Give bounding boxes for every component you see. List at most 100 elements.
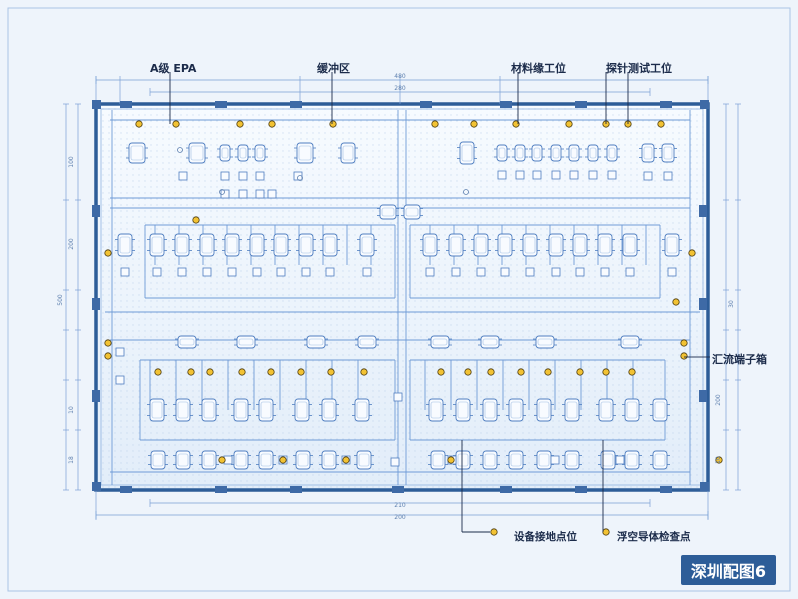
- unit-inner: [297, 453, 309, 467]
- unit-body: [572, 233, 588, 257]
- unit-inner: [179, 338, 195, 346]
- station-unit: [199, 450, 219, 470]
- station-unit: [319, 450, 339, 470]
- unit-body: [624, 398, 640, 422]
- unit-inner: [203, 453, 215, 467]
- unit-inner: [152, 453, 164, 467]
- station-box: [425, 267, 435, 277]
- unit-body: [548, 233, 564, 257]
- column: [92, 482, 101, 491]
- unit-inner: [430, 401, 442, 419]
- dim-left-2: 200: [68, 238, 75, 250]
- unit-body: [620, 335, 640, 349]
- unit-inner: [654, 453, 666, 467]
- unit-inner: [524, 236, 536, 254]
- buffer-box: [178, 171, 188, 181]
- station-unit: [352, 398, 372, 422]
- column: [660, 486, 672, 493]
- material-box: [588, 170, 598, 180]
- unit-body: [254, 144, 266, 162]
- unit-body: [258, 450, 274, 470]
- unit-inner: [177, 453, 189, 467]
- station-unit: [357, 233, 377, 257]
- material-unit: [512, 144, 528, 162]
- unit-body: [117, 233, 133, 257]
- column: [92, 390, 100, 402]
- unit-inner: [308, 338, 324, 346]
- station-box: [390, 457, 400, 467]
- station-unit: [222, 233, 242, 257]
- station-unit: [570, 233, 590, 257]
- station-box: [362, 267, 372, 277]
- unit-body: [430, 450, 446, 470]
- unit-body: [564, 450, 580, 470]
- unit-body: [422, 233, 438, 257]
- unit-inner: [552, 147, 560, 159]
- unit-inner: [239, 147, 247, 159]
- column: [700, 482, 709, 491]
- buffer-unit: [338, 142, 358, 164]
- station-unit: [231, 398, 251, 422]
- unit-inner: [626, 453, 638, 467]
- station-box: [115, 347, 125, 357]
- unit-inner: [176, 236, 188, 254]
- station-box: [301, 267, 311, 277]
- station-unit: [172, 233, 192, 257]
- station-unit: [426, 398, 446, 422]
- unit-inner: [499, 236, 511, 254]
- unit-inner: [203, 401, 215, 419]
- material-box: [607, 170, 617, 180]
- check-point-marker: [104, 249, 112, 257]
- unit-inner: [130, 145, 144, 161]
- unit-body: [199, 233, 215, 257]
- material-box: [551, 170, 561, 180]
- drawing-title: 深圳配图6: [680, 555, 776, 585]
- unit-body: [598, 398, 614, 422]
- station-box: [525, 267, 535, 277]
- unit-inner: [566, 401, 578, 419]
- check-point-marker: [437, 368, 445, 376]
- unit-body: [298, 233, 314, 257]
- check-point-marker: [565, 120, 573, 128]
- unit-body: [356, 450, 372, 470]
- unit-body: [652, 450, 668, 470]
- unit-body: [175, 450, 191, 470]
- marker-layer: [104, 120, 723, 536]
- station-unit: [506, 398, 526, 422]
- unit-inner: [342, 145, 354, 161]
- check-point-marker: [447, 456, 455, 464]
- callout-leaders: [169, 72, 710, 533]
- epa-unit: [186, 142, 208, 164]
- pipe-network: [105, 110, 700, 485]
- check-point-marker: [680, 352, 688, 360]
- station-unit: [453, 398, 473, 422]
- junction-unit: [428, 335, 452, 349]
- check-point-marker: [279, 456, 287, 464]
- unit-body: [496, 144, 508, 162]
- unit-body: [175, 398, 191, 422]
- buffer-unit: [252, 144, 268, 162]
- station-unit: [231, 450, 251, 470]
- unit-inner: [251, 236, 263, 254]
- unit-inner: [624, 236, 636, 254]
- station-box: [667, 267, 677, 277]
- material-box: [515, 170, 525, 180]
- unit-body: [236, 335, 256, 349]
- column: [500, 486, 512, 493]
- unit-body: [296, 142, 314, 164]
- dim-top-outer: 480: [394, 73, 406, 80]
- unit-inner: [324, 236, 336, 254]
- station-unit: [173, 450, 193, 470]
- unit-body: [531, 144, 543, 162]
- column: [392, 486, 404, 493]
- station-unit: [480, 398, 500, 422]
- check-point-marker: [544, 368, 552, 376]
- unit-body: [597, 233, 613, 257]
- check-point-marker: [218, 456, 226, 464]
- dim-left-4: 10: [68, 406, 75, 414]
- unit-body: [482, 450, 498, 470]
- column: [420, 101, 432, 108]
- check-point-marker: [657, 120, 665, 128]
- unit-body: [201, 450, 217, 470]
- column: [120, 101, 132, 108]
